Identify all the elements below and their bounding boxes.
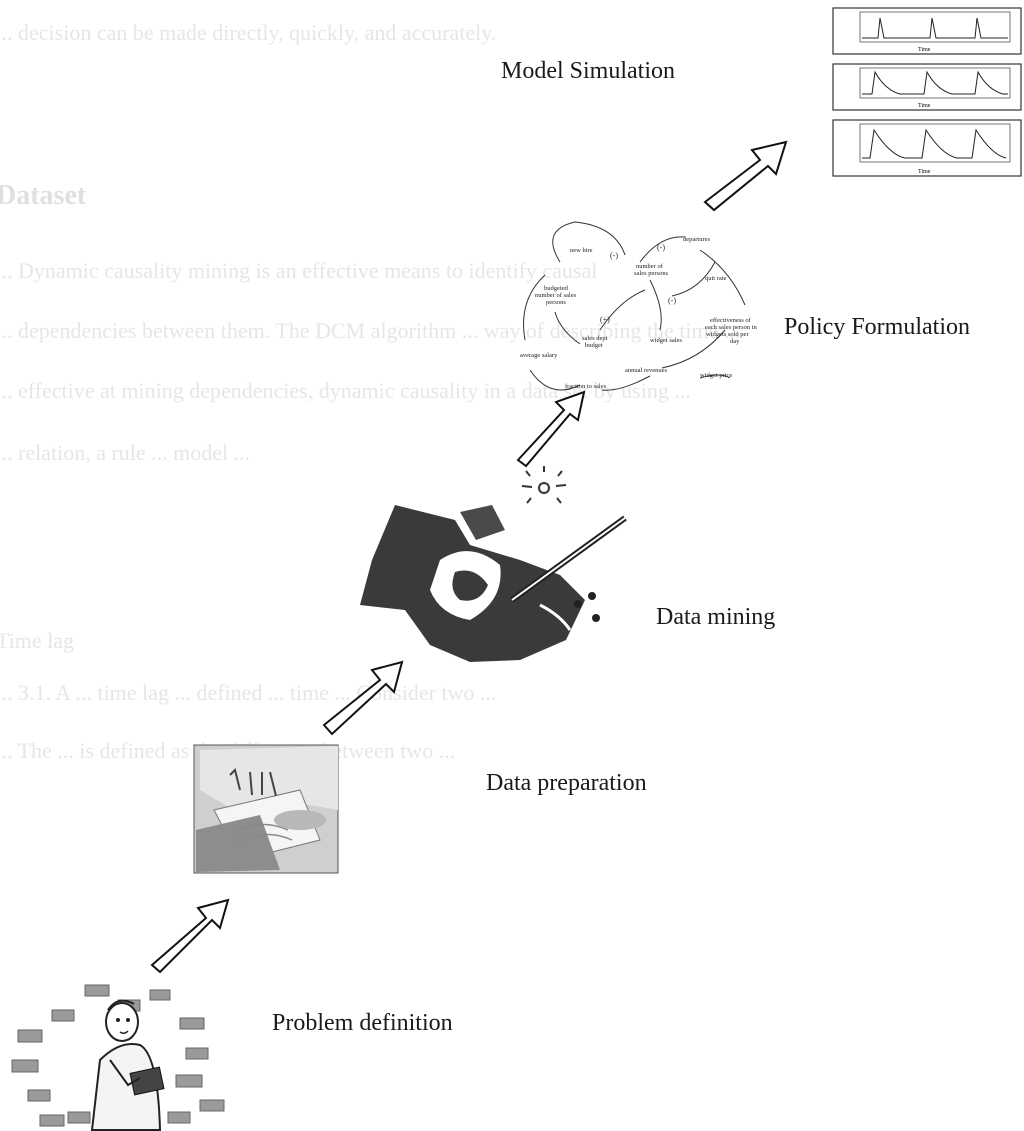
svg-text:each sales person in: each sales person in <box>705 324 758 331</box>
svg-text:(+): (+) <box>600 315 610 324</box>
svg-text:effectiveness of: effectiveness of <box>710 317 752 324</box>
document-papers-icon <box>193 744 339 874</box>
causal-loop-polarities: (-) (-) (-) (+) <box>600 243 676 324</box>
svg-text:average salary: average salary <box>520 352 558 359</box>
svg-text:Time: Time <box>918 169 931 175</box>
svg-text:persons: persons <box>546 299 566 306</box>
svg-text:quit rate: quit rate <box>705 275 727 282</box>
svg-text:(-): (-) <box>610 251 618 260</box>
causal-loop-diagram: new hire departures number of sales pers… <box>520 221 758 391</box>
svg-text:budget: budget <box>585 342 603 349</box>
svg-text:sales persons: sales persons <box>634 270 669 277</box>
svg-text:number of sales: number of sales <box>535 292 577 299</box>
svg-text:Time: Time <box>918 47 931 53</box>
svg-text:fraction to sales: fraction to sales <box>565 383 607 390</box>
simulation-plot-2: Time <box>832 63 1022 111</box>
simulation-plot-1: Time <box>832 7 1022 55</box>
svg-text:widget price: widget price <box>700 372 732 379</box>
svg-text:Time: Time <box>918 103 931 109</box>
svg-text:day: day <box>730 338 740 345</box>
svg-text:annual revenues: annual revenues <box>625 367 668 374</box>
svg-text:departures: departures <box>683 236 711 243</box>
stage-label-policy-formulation: Policy Formulation <box>784 314 970 340</box>
stage-label-problem-definition: Problem definition <box>272 1010 453 1036</box>
arrow-4-icon <box>703 140 788 212</box>
svg-text:budgeted: budgeted <box>544 285 569 292</box>
svg-text:new hire: new hire <box>570 247 593 254</box>
svg-text:(-): (-) <box>668 296 676 305</box>
svg-text:number of: number of <box>636 263 664 270</box>
stage-label-model-simulation: Model Simulation <box>501 58 675 84</box>
simulation-plots: Time Time Time <box>832 7 1022 177</box>
svg-text:widgets sold per: widgets sold per <box>706 331 749 338</box>
arrow-1-icon <box>150 898 230 974</box>
stage-label-data-preparation: Data preparation <box>486 770 647 796</box>
arrow-3-icon <box>516 390 586 468</box>
svg-text:(-): (-) <box>657 243 665 252</box>
svg-text:sales dept: sales dept <box>582 335 608 342</box>
svg-text:widget sales: widget sales <box>650 337 682 344</box>
miner-pickaxe-icon <box>360 466 627 662</box>
simulation-plot-3: Time <box>832 119 1022 177</box>
confused-scientist-icon <box>11 984 225 1131</box>
causal-loop-labels: new hire departures number of sales pers… <box>520 236 758 390</box>
arrow-2-icon <box>322 660 404 736</box>
stage-label-data-mining: Data mining <box>656 604 776 630</box>
